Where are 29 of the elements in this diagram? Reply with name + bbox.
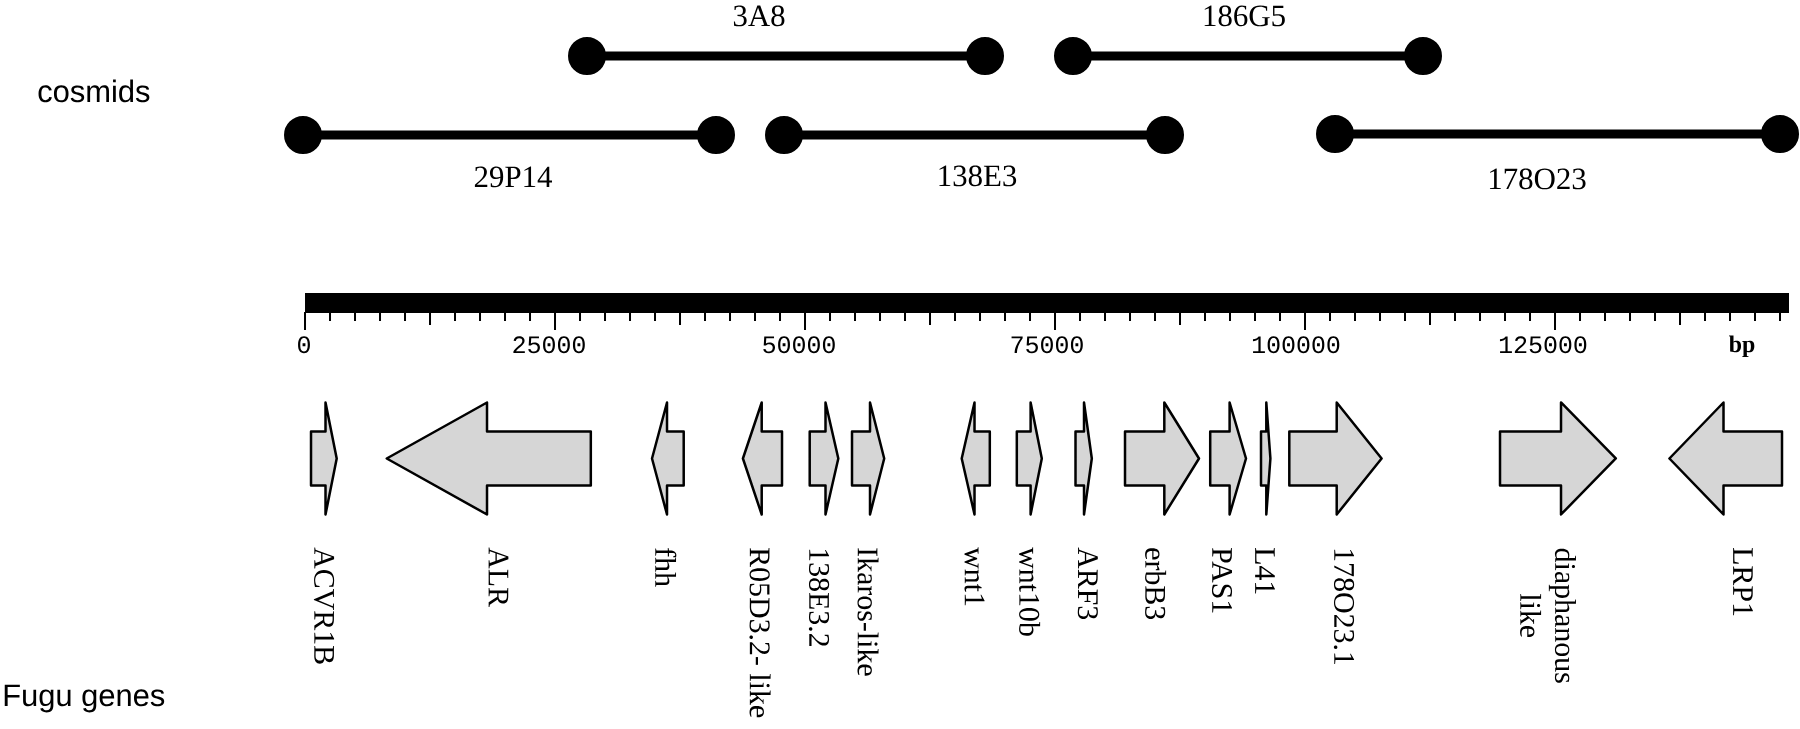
row-label: Fugu genes xyxy=(4,684,165,713)
cosmid-label: 186G5 xyxy=(1204,5,1285,27)
gene-label: erbB3 xyxy=(1145,548,1167,620)
tick-label: 75000 xyxy=(1011,336,1083,354)
gene-label: R05D3.2- like xyxy=(749,548,771,718)
tick-label: 0 xyxy=(298,336,310,354)
gene-label: ALR xyxy=(488,547,509,607)
tick-label: 25000 xyxy=(513,336,585,354)
gene-label: L41 xyxy=(1255,548,1275,594)
tick-label: 50000 xyxy=(763,336,835,354)
tick-label: 100000 xyxy=(1252,336,1340,354)
gene-label: 138E3.2 xyxy=(808,549,830,646)
gene-label: fhh xyxy=(655,548,677,587)
gene-label: ACVR1B xyxy=(313,547,335,664)
row-label: cosmids xyxy=(38,79,150,103)
cosmid-label: 3A8 xyxy=(733,5,785,27)
gene-label: diaphanous like xyxy=(1520,548,1576,683)
gene-label: ARF3 xyxy=(1077,547,1098,620)
gene-label: 178O23.1 xyxy=(1333,549,1355,665)
cosmid-label: 29P14 xyxy=(474,166,552,188)
gene-label: PAS1 xyxy=(1211,548,1233,613)
cosmid-label: 138E3 xyxy=(939,165,1017,187)
gene-label: Ikaros-like xyxy=(857,548,879,676)
gene-label: wnt10b xyxy=(1019,547,1041,636)
gene-label: wnt1 xyxy=(964,547,985,606)
unit-label: bp xyxy=(1729,335,1755,358)
cosmid-label: 178O23 xyxy=(1489,168,1586,190)
gene-label: LRP1 xyxy=(1733,548,1753,616)
tick-label: 125000 xyxy=(1499,336,1587,354)
